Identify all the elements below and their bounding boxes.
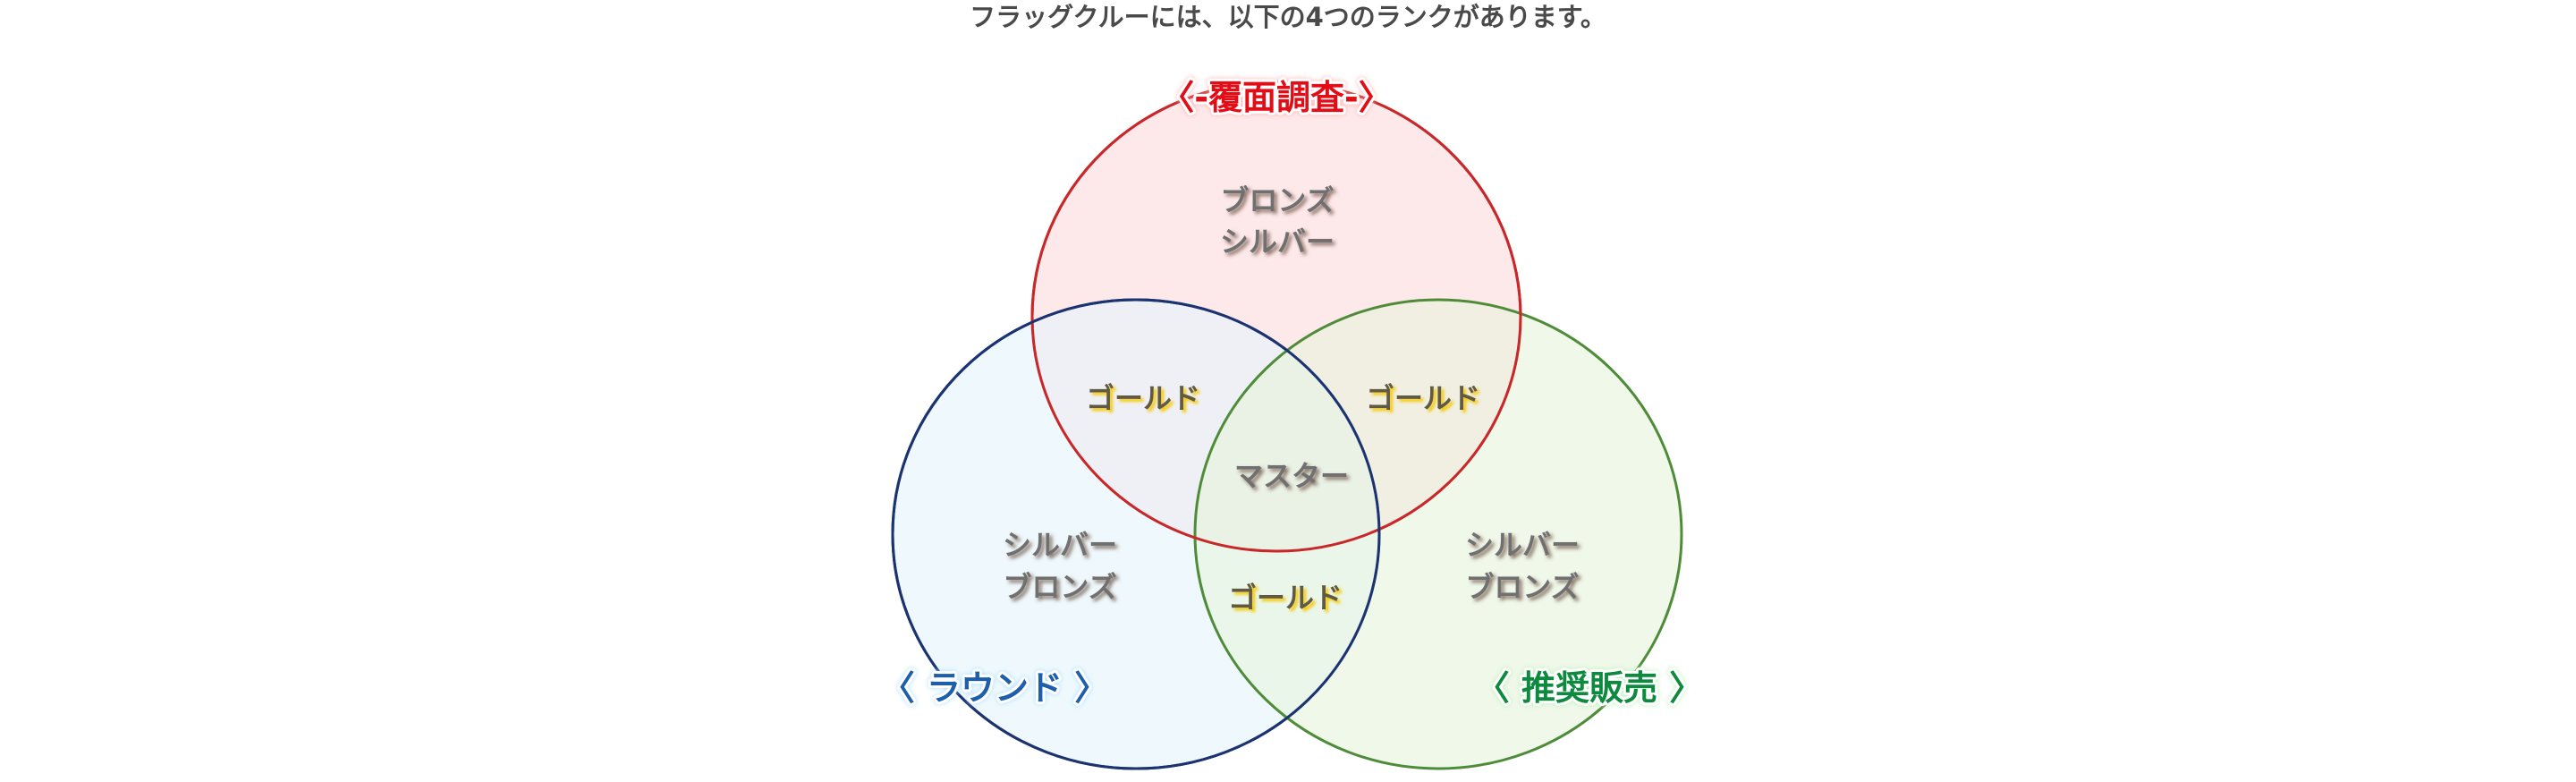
sales-only-rank-1: シルバー [1465,528,1580,562]
survey-circle-outline [1030,81,1522,553]
round-only-rank-1: シルバー [1003,528,1117,562]
round-sales-rank: ゴールド [1228,581,1343,615]
survey-sales-rank: ゴールド [1366,381,1480,415]
venn-circles [891,81,1683,770]
center-rank: マスター [1234,459,1349,493]
sales-set-label: 〈 推奨販売 〉 [1476,668,1703,708]
round-only-rank-2: ブロンズ [1003,570,1116,604]
survey-round-rank: ゴールド [1086,381,1200,415]
survey-only-rank-1: ブロンズ [1220,183,1334,217]
round-set-label: 〈 ラウンド 〉 [881,668,1108,708]
survey-only-rank-2: シルバー [1220,225,1335,259]
survey-set-label: 〈-覆面調査-〉 [1160,78,1393,117]
sales-circle [1193,298,1683,770]
page-heading: フラッグクルーには、以下の4つのランクがあります。 [970,2,1606,32]
round-circle-outline [891,298,1381,770]
sales-only-rank-2: ブロンズ [1465,570,1579,604]
